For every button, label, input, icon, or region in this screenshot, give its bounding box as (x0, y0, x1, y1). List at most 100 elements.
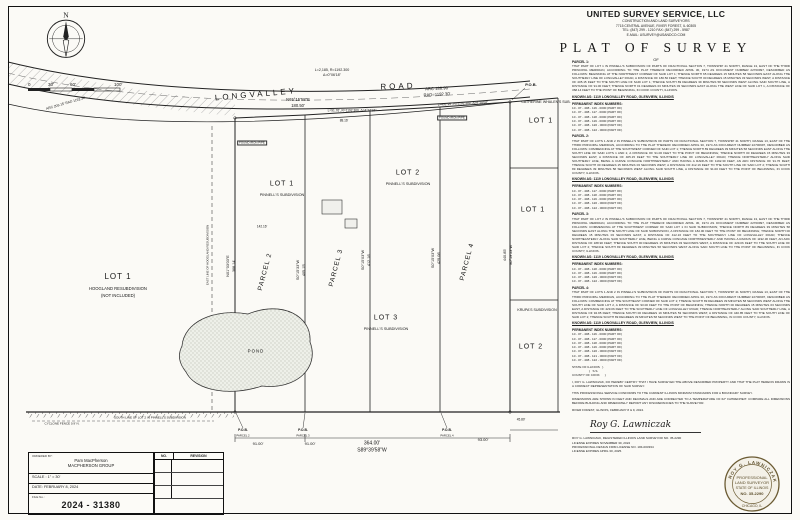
legal-heading-known-as-3: KNOWN AS: 1119 LONGVALLEY ROAD, GLENVIEW… (572, 255, 674, 260)
seal-line3: STATE OF ILLINOIS (736, 486, 769, 490)
legal-line-state-county-2: COUNTY OF COOK } (572, 373, 606, 378)
seal-city: CHICAGO, IL (742, 504, 763, 508)
legal-section-parcel2: PARCEL 2:THAT PART OF LOTS 1 AND 2 IN PI… (572, 134, 790, 174)
legal-line-pin-2-0: 10 - 07 - 408 - 117 - 0000 (PART OF) (572, 188, 623, 193)
dim-p4-length: 429.06' (436, 251, 441, 265)
arc-209: ARC 209.15' RAD 1192.30' (45, 95, 86, 111)
legal-line-pin-1-3: 10 - 07 - 408 - 119 - 0000 (PART OF) (572, 119, 623, 124)
building-1 (321, 199, 343, 215)
dim-45: 45.80' (516, 417, 526, 422)
legal-heading-signature: Roy G. Lawniczak (590, 420, 702, 433)
scale-seg-4 (93, 87, 121, 92)
legal-line-pin-1-1: 10 - 07 - 408 - 117 - 0000 (PART OF) (572, 110, 623, 115)
legal-section-certification: I, ROY G. LAWNICZAK, DO HEREBY CERTIFY T… (572, 380, 790, 388)
seal-number: NO. 35-2290 (741, 491, 765, 496)
legal-heading-parcel1: PARCEL 1: (572, 60, 590, 64)
seal-outer-ring (724, 456, 780, 512)
road-south-edge (7, 83, 531, 110)
scale-row: SCALE : 1" = 30' (29, 474, 153, 484)
legal-section-license: ROY G. LAWNICZAK, REGISTERED ILLINOIS LA… (572, 436, 790, 453)
legal-line-pin-2-1: 10 - 07 - 408 - 118 - 0000 (PART OF) (572, 192, 623, 197)
lot1-east: LOT 1 (520, 206, 546, 214)
lot2-east: LOT 2 (518, 343, 544, 351)
pond-label: POND (247, 348, 265, 354)
legal-line-state-county-0: STATE OF ILLINOIS } (572, 364, 604, 369)
parcel-north-line (234, 97, 559, 119)
lot3-pinnell-sub: PINNELL'S SUBDIVISION (363, 327, 409, 332)
hoogland-sub: HOOGLAND RESUBDIVISION (89, 285, 147, 291)
dim-91-a: 91.00' (252, 440, 264, 446)
dim-west-bearing: N01°03'03"E (225, 255, 230, 277)
dim-93: 93.00' (477, 436, 489, 442)
krupa-sub: KRUPA'S SUBDIVISION (517, 308, 557, 313)
dim-142: 142.16' (256, 224, 268, 229)
curve-data-main: L=2,185, R=1192.300 (314, 68, 350, 73)
found-pipe-note-2: FOUND IRON PIPE (437, 115, 467, 121)
rad-1192: RAD=1192.30' (423, 90, 451, 97)
south-line-note: SOUTH LINE OF LOT 2 IN PINNELL'S SUBDIVI… (113, 415, 187, 420)
curve-delta-main: Δ=0°06'18" (323, 73, 341, 78)
header: UNITED SURVEY SERVICE, LLC CONSTRUCTION … (538, 9, 774, 62)
legal-heading-pin-3: PERMANENT INDEX NUMBERS: (572, 262, 623, 267)
legal-line-license-3: LICENSE EXPIRES APRIL 30, 2025. (572, 449, 623, 454)
legal-section-dated: RIVER FOREST, ILLINOIS, FEBRUARY 8 & 9, … (572, 408, 790, 412)
dim-p2-length: 405.15' (301, 263, 306, 277)
legal-para-parcel4: THAT PART OF LOTS 1 AND 2 IN PINNELL'S S… (572, 290, 790, 319)
file-number-label: FILE No.: (32, 495, 45, 499)
monument-4 (508, 410, 512, 414)
legal-section-parcel4: PARCEL 4:THAT PART OF LOTS 1 AND 2 IN PI… (572, 286, 790, 318)
revision-row-2 (155, 473, 223, 486)
compass-needle-south (62, 38, 70, 57)
lot2-pinnell-sub: PINNELL'S SUBDIVISION (385, 182, 431, 187)
revision-label-header: REVISION (190, 454, 207, 458)
lot1-whalen: LOT 1 (528, 117, 554, 125)
legal-line-pin-4-1: 10 - 07 - 408 - 117 - 0000 (PART OF) (572, 336, 623, 341)
legal-heading-known-as-2: KNOWN AS: 1119 LONGVALLEY ROAD, GLENVIEW… (572, 177, 674, 182)
lot2-pinnell: LOT 2 (395, 169, 421, 177)
surveyor-seal: ROY G. LAWNICZAK PROFESSIONAL LAND SURVE… (724, 456, 780, 512)
legal-line-license-2: PROFESSIONAL DESIGN FIRM LICENSE NO. 184… (572, 444, 654, 449)
legal-heading-parcel4: PARCEL 4: (572, 286, 590, 291)
road-dim-180: 180.50' (291, 102, 305, 108)
legal-para-dated: RIVER FOREST, ILLINOIS, FEBRUARY 8 & 9, … (572, 407, 644, 412)
legal-section-pin-2: PERMANENT INDEX NUMBERS:10 - 07 - 408 - … (572, 184, 790, 210)
dim-p2-bearing: S0°15'33"W (295, 259, 300, 281)
legal-heading-pin-2: PERMANENT INDEX NUMBERS: (572, 184, 623, 189)
dim-p4-bearing: S0°15'03"W (430, 247, 435, 269)
file-number-value: 2024 - 31380 (61, 500, 121, 510)
curve-data-2: L=91.76', R=1192.300, Δ=4°24'34" (327, 108, 377, 113)
road-name-longvalley: LONGVALLEY (214, 86, 298, 103)
legal-section-signature: Roy G. Lawniczak (572, 414, 790, 434)
pob-leader-b (302, 412, 306, 429)
revision-row-1 (155, 460, 223, 473)
legal-section-known-as-1: KNOWN AS: 1119 LONGVALLEY ROAD, GLENVIEW… (572, 95, 790, 100)
legal-heading-pin-4: PERMANENT INDEX NUMBERS: (572, 328, 623, 333)
dim-east-bearing: S0°19'53"W (509, 244, 514, 266)
legal-line-pin-4-0: 10 - 07 - 408 - 116 - 0000 (PART OF) (572, 332, 623, 337)
pob-leader-north (511, 87, 526, 101)
monument-3 (233, 410, 237, 414)
pond-stipple (179, 308, 313, 392)
date-row: DATE: FEBRUARY 8, 2024 (29, 484, 153, 494)
east-hoogland-note: EAST LINE OF HOOGLAND RESUBDIVISION (205, 224, 210, 286)
legal-line-pin-2-2: 10 - 07 - 408 - 119 - 0000 (PART OF) (572, 197, 623, 202)
legal-line-pin-2-3: 10 - 07 - 408 - 120 - 0000 (PART OF) (572, 201, 623, 206)
legal-line-license-0: ROY G. LAWNICZAK, REGISTERED ILLINOIS LA… (572, 436, 682, 441)
company-address: 7715 CENTRAL AVENUE, RIVER FOREST, IL 60… (615, 23, 697, 28)
monument-2 (508, 100, 512, 104)
pob-c: P.O.B. (442, 428, 452, 433)
lot1-pinnell-sub: PINNELL'S SUBDIVISION (259, 193, 305, 198)
pob-leader-c (440, 412, 448, 429)
ordered-by-name: Pam MacPherson (74, 458, 108, 463)
ordered-by-row: ORDERED BY: Pam MacPherson MACPHERSON GR… (29, 453, 153, 474)
scale-label-60: 60' (70, 82, 76, 87)
scale-seg-2 (49, 87, 73, 92)
title-block: ORDERED BY: Pam MacPherson MACPHERSON GR… (28, 452, 154, 515)
pob-leader-a (235, 412, 244, 429)
scale-bar: 0 30' 60' 100' (28, 82, 123, 92)
scale-label-100: 100' (114, 82, 123, 87)
parcel-2-label: PARCEL 2 (256, 252, 274, 292)
ordered-by-label: ORDERED BY: (32, 454, 53, 458)
